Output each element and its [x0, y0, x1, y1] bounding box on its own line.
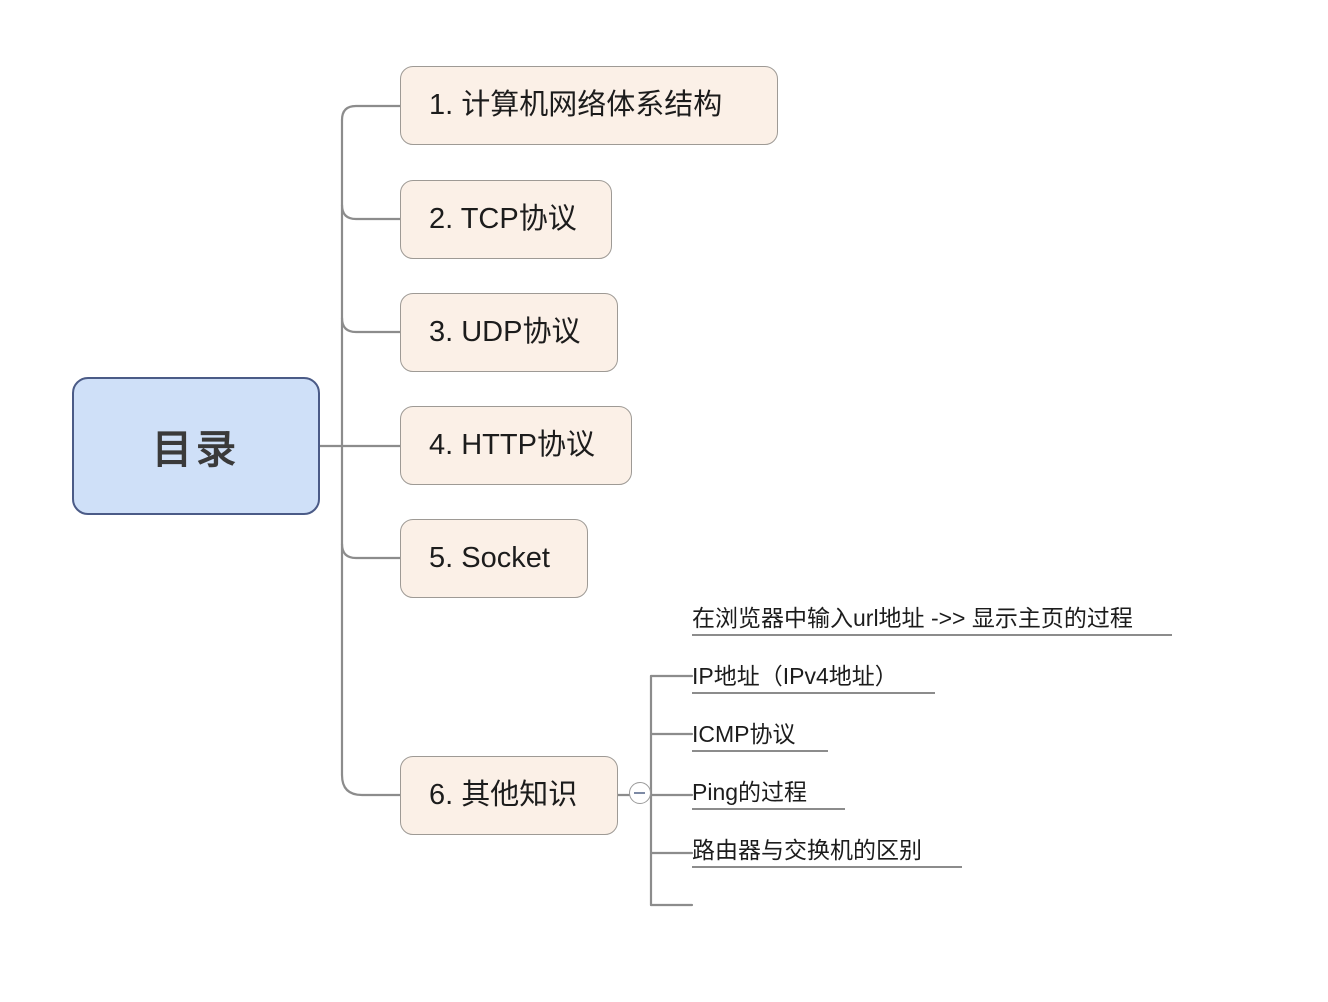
connector-branch-6 [340, 773, 402, 797]
sub-item-3-rule [692, 750, 828, 752]
branch-node-2[interactable]: 2. TCP协议 [400, 180, 612, 259]
sub-item-1-rule [692, 634, 1172, 636]
branch-node-2-label: 2. TCP协议 [429, 203, 577, 235]
branch-node-6[interactable]: 6. 其他知识 [400, 756, 618, 835]
sub-item-5-rule [692, 866, 962, 868]
sub-item-5-label: 路由器与交换机的区别 [692, 837, 922, 863]
branch-node-6-label: 6. 其他知识 [429, 779, 578, 811]
branch-node-3-label: 3. UDP协议 [429, 316, 581, 348]
branch-node-5-label: 5. Socket [429, 542, 550, 574]
sub-item-3-label: ICMP协议 [692, 721, 796, 747]
sub-item-4-label: Ping的过程 [692, 779, 808, 805]
minus-glyph [634, 792, 645, 794]
connector-branch-1 [340, 104, 402, 122]
branch-node-3[interactable]: 3. UDP协议 [400, 293, 618, 372]
branch-node-4[interactable]: 4. HTTP协议 [400, 406, 632, 485]
minus-circle-icon[interactable] [629, 782, 651, 804]
connector-branch-2 [340, 203, 402, 221]
connector-branch-5 [340, 542, 402, 560]
root-node-label: 目录 [152, 428, 240, 472]
sub-item-1-label: 在浏览器中输入url地址 ->> 显示主页的过程 [692, 605, 1133, 631]
branch-node-1-label: 1. 计算机网络体系结构 [429, 89, 723, 121]
connector-branch-3 [340, 316, 402, 334]
branch-node-5[interactable]: 5. Socket [400, 519, 588, 598]
sub-item-4-rule [692, 808, 845, 810]
root-node[interactable]: 目录 [72, 377, 320, 515]
branch-node-4-label: 4. HTTP协议 [429, 429, 595, 461]
sub-item-2-rule [692, 692, 935, 694]
branch-node-1[interactable]: 1. 计算机网络体系结构 [400, 66, 778, 145]
sub-item-2-label: IP地址（IPv4地址） [692, 663, 898, 689]
